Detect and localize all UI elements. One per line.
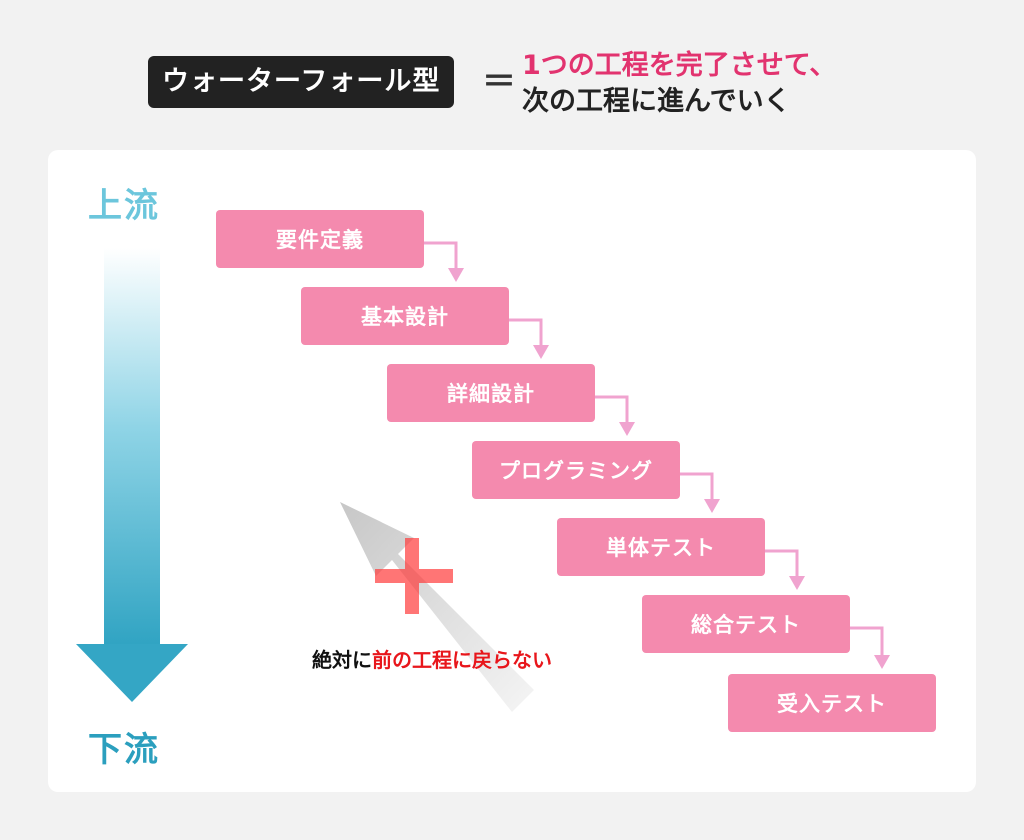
step-integration-test: 総合テスト xyxy=(642,595,850,653)
description-line-1: 1つの工程を完了させて、 xyxy=(522,50,837,81)
step-acceptance-test: 受入テスト xyxy=(728,674,936,732)
backward-arrow-icon xyxy=(340,502,534,712)
upstream-label: 上流 xyxy=(88,186,160,226)
connector-arrowheads-icon xyxy=(448,268,890,669)
description-line-2: 次の工程に進んでいく xyxy=(522,86,791,117)
step-connectors xyxy=(424,241,884,655)
prohibited-cross-icon xyxy=(375,538,453,614)
no-return-note: 絶対に前の工程に戻らない xyxy=(312,644,552,673)
step-basic-design: 基本設計 xyxy=(301,287,509,345)
waterfall-description: 1つの工程を完了させて、 次の工程に進んでいく xyxy=(522,48,836,120)
step-requirements-definition: 要件定義 xyxy=(216,210,424,268)
step-detailed-design: 詳細設計 xyxy=(387,364,595,422)
note-prefix: 絶対に xyxy=(312,648,372,672)
step-programming: プログラミング xyxy=(472,441,680,499)
downstream-label: 下流 xyxy=(88,730,160,770)
waterfall-model-label: ウォーターフォール型 xyxy=(148,56,455,108)
step-unit-test: 単体テスト xyxy=(557,518,765,576)
equals-sign: ＝ xyxy=(482,62,516,102)
downstream-arrow-icon xyxy=(76,248,188,702)
note-emphasis: 前の工程に戻らない xyxy=(372,648,552,672)
